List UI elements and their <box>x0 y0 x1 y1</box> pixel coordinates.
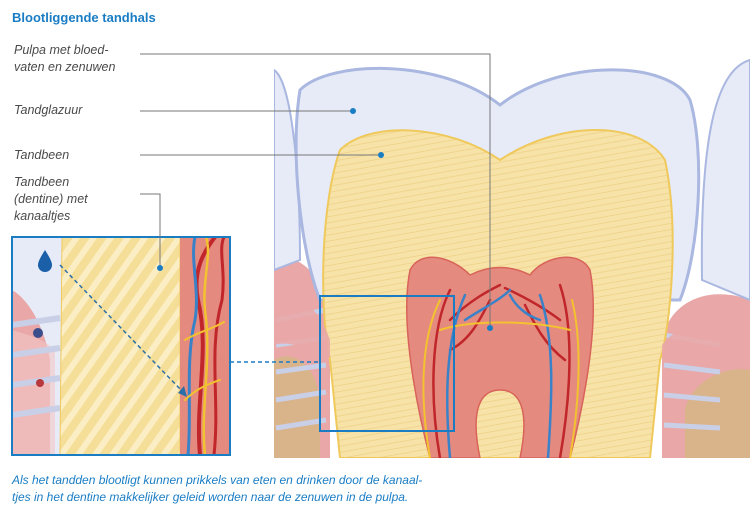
dot-tandbeen <box>378 152 384 158</box>
right-bone <box>685 369 750 458</box>
stimulus-arrow <box>59 264 184 393</box>
label-tandbeen: Tandbeen <box>14 148 70 162</box>
caption-line2: tjes in het dentine makkelijker geleid w… <box>12 490 409 504</box>
dot-dentine <box>157 265 163 271</box>
left-bone <box>274 356 320 458</box>
zoom-frame <box>11 236 231 456</box>
zoom-ligament-fibers <box>12 315 61 418</box>
dot-pulpa <box>487 325 493 331</box>
leader-lines <box>140 53 491 328</box>
label-dentine-line3: kanaaltjes <box>14 209 71 223</box>
label-dentine: Tandbeen (dentine) met kanaaltjes <box>14 174 88 225</box>
pulp-vessels <box>422 283 580 458</box>
label-pulpa: Pulpa met bloed- vaten en zenuwen <box>14 42 115 76</box>
leader-pulpa <box>140 53 491 328</box>
zoom-vessels <box>184 237 226 455</box>
neighbor-tooth-right <box>700 58 750 302</box>
drop-icon <box>38 250 52 272</box>
caption: Als het tandden blootligt kunnen prikkel… <box>12 472 422 506</box>
gum-margin-left <box>274 297 330 358</box>
label-pulpa-line2: vaten en zenuwen <box>14 60 116 74</box>
zoom-dentin-tubules <box>59 237 181 455</box>
label-tandglazuur: Tandglazuur <box>14 103 83 117</box>
leader-dots <box>157 108 493 331</box>
page-title: Blootliggende tandhals <box>12 10 156 25</box>
zoom-source-frame <box>319 295 455 432</box>
gum-margin-right <box>662 323 750 360</box>
caption-line1: Als het tandden blootligt kunnen prikkel… <box>12 473 423 487</box>
stimulus-arrow-head <box>178 386 187 397</box>
leader-dentine <box>140 193 161 268</box>
zoom-cell <box>33 328 43 338</box>
zoom-inset <box>12 237 230 455</box>
label-dentine-line2: (dentine) met <box>14 192 88 206</box>
label-pulpa-line1: Pulpa met bloed- <box>14 43 109 57</box>
label-dentine-line1: Tandbeen <box>14 175 70 189</box>
dot-tandglazuur <box>350 108 356 114</box>
zoom-cell-red <box>36 379 44 387</box>
tooth-cross-section <box>274 58 750 458</box>
